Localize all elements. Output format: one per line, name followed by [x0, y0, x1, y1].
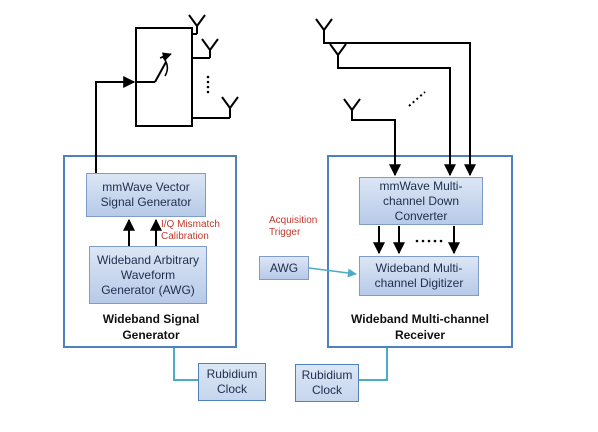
rf-switch-box [135, 27, 193, 127]
arbitrary-waveform-generator-label: Wideband Arbitrary Waveform Generator (A… [96, 252, 200, 297]
rubidium-clock-right: Rubidium Clock [295, 364, 359, 402]
rx-antenna-2-icon [329, 43, 347, 56]
rx-antenna-1-icon [315, 18, 333, 31]
acquisition-trigger-note: Acquisition Trigger [269, 215, 318, 238]
trigger-awg-block: AWG [259, 256, 309, 280]
rubidium-clock-left-label: Rubidium Clock [206, 367, 258, 396]
switch-outputs [192, 26, 231, 119]
tx-antenna-1-icon [188, 14, 206, 27]
rx-feed-lines [323, 30, 476, 177]
receiver-caption: Wideband Multi-channel Receiver [351, 312, 489, 342]
right-clock-connector [359, 348, 388, 381]
arbitrary-waveform-generator-block: Wideband Arbitrary Waveform Generator (A… [89, 246, 207, 304]
left-clock-connector [173, 348, 198, 381]
signal-generator-caption: Wideband Signal Generator [102, 312, 200, 342]
trigger-awg-label: AWG [269, 260, 299, 275]
vector-signal-generator-block: mmWave Vector Signal Generator [86, 173, 206, 217]
tx-antenna-3-icon [221, 96, 239, 109]
tx-dots [206, 75, 210, 94]
down-converter-label: mmWave Multi-channel Down Converter [379, 178, 463, 223]
rubidium-clock-left: Rubidium Clock [198, 363, 266, 401]
rx-antenna-3-icon [343, 98, 361, 111]
digitizer-label: Wideband Multi-channel Digitizer [374, 261, 464, 290]
tx-antenna-2-icon [201, 38, 219, 51]
rx-dots [408, 91, 426, 107]
down-converter-block: mmWave Multi-channel Down Converter [359, 177, 483, 225]
switch-symbol [136, 52, 172, 83]
iq-mismatch-note: I/Q Mismatch Calibration [161, 219, 220, 242]
digitizer-block: Wideband Multi-channel Digitizer [359, 256, 479, 296]
rubidium-clock-right-label: Rubidium Clock [301, 368, 353, 397]
vector-signal-generator-label: mmWave Vector Signal Generator [100, 180, 192, 209]
